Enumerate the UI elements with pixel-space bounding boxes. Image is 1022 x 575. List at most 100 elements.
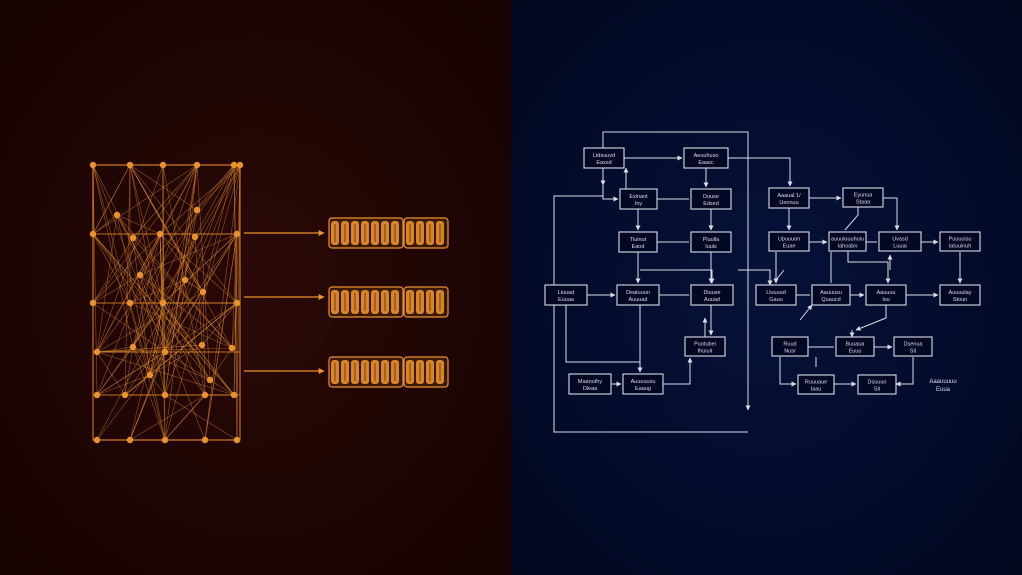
network-node (161, 348, 169, 356)
network-edge (129, 279, 186, 304)
network-node (233, 436, 241, 444)
note-line-1: Aaauuuuu (929, 379, 956, 385)
network-edge (96, 346, 134, 396)
flow-box-frame (768, 187, 810, 209)
flow-box-label: Dsuuuo (868, 380, 887, 386)
flow-box-label: Sit (874, 387, 881, 393)
flow-box-label: Iahoabn (838, 244, 858, 250)
connector (844, 207, 859, 231)
network-edge (129, 164, 164, 304)
flow-box-label: Iatuuinuh (949, 244, 972, 250)
flow-box-frame (544, 284, 588, 306)
network-node (146, 371, 154, 379)
network-node (233, 230, 241, 238)
connector (553, 305, 748, 433)
flow-box-label: Buuaua (846, 342, 866, 348)
network-edge (164, 394, 206, 441)
network-node (129, 343, 137, 351)
network-edge (124, 346, 134, 396)
flow-box-label: Puotubei (694, 342, 716, 348)
network-edge (164, 291, 204, 396)
flow-box-label: Auuad (704, 297, 720, 303)
network-edge (96, 233, 161, 396)
network-edge (129, 394, 206, 441)
network-edge (132, 164, 198, 348)
network-edge (196, 164, 241, 211)
flow-box-label: Edsed (703, 201, 719, 207)
connector (883, 197, 900, 231)
flow-box-label: Iuuls (705, 244, 717, 250)
flow-box-frame (768, 231, 810, 252)
flow-box-frame (939, 284, 981, 306)
network-node (201, 436, 209, 444)
network-edge (194, 236, 203, 346)
network-edge (92, 233, 235, 396)
network-edge (92, 237, 134, 304)
network-node (228, 344, 236, 352)
network-edge (202, 164, 235, 293)
flow-box-frame (865, 284, 907, 306)
network-edge (92, 164, 198, 304)
flow-box-frame (683, 147, 729, 169)
flowchart-note: Aaauuuuu Euua (929, 379, 956, 393)
connector (775, 269, 785, 281)
flow-box-frame (755, 284, 797, 306)
network-nodes (89, 161, 244, 444)
output-blocks (328, 217, 449, 388)
network-edge (231, 233, 238, 349)
network-node (126, 161, 134, 169)
network-edge (92, 233, 206, 396)
flow-box-label: Ruud (783, 342, 796, 348)
network-edge (92, 164, 131, 235)
network-node (198, 341, 206, 349)
flow-box-label: Auuuuusu (631, 379, 656, 385)
flow-box-frame (857, 374, 897, 395)
network-node (159, 161, 167, 169)
network-node (113, 211, 121, 219)
network-edge (92, 164, 166, 353)
flow-box-label: Iaau (811, 387, 822, 393)
flow-box-label: Pluulla (703, 237, 720, 243)
network-node (129, 234, 137, 242)
network-edge (96, 164, 235, 353)
network-edge (92, 164, 134, 348)
flow-box-label: Aeuuhuso (694, 153, 719, 159)
flow-box-frame (828, 231, 867, 252)
flow-box-frame (568, 373, 612, 395)
flow-box-label: Staaa (856, 200, 871, 206)
network-edge (164, 164, 241, 441)
network-edge (162, 302, 211, 381)
flow-box-frame (842, 187, 884, 208)
network-edge (96, 164, 198, 353)
flow-box-label: Iny (635, 201, 643, 207)
connector (779, 357, 797, 387)
connector (738, 269, 773, 286)
flow-box-label: Dsenua (904, 342, 924, 348)
flow-box-frame (811, 284, 851, 306)
connector (565, 305, 640, 363)
flowchart-connectors (553, 131, 963, 433)
flow-box-frame (797, 374, 835, 395)
network-edge (116, 214, 161, 235)
flow-box-label: auuuluuuhuiu (831, 237, 864, 243)
flow-box-label: Eaxsd (596, 160, 611, 166)
network-edge (129, 164, 198, 211)
network-edge (139, 164, 235, 276)
network-node (233, 299, 241, 307)
flow-box-label: Dleaa (583, 386, 598, 392)
network-edge (204, 233, 238, 441)
network-node (193, 206, 201, 214)
network-edge (194, 164, 235, 238)
flow-box-frame (690, 188, 732, 210)
network-node (161, 436, 169, 444)
